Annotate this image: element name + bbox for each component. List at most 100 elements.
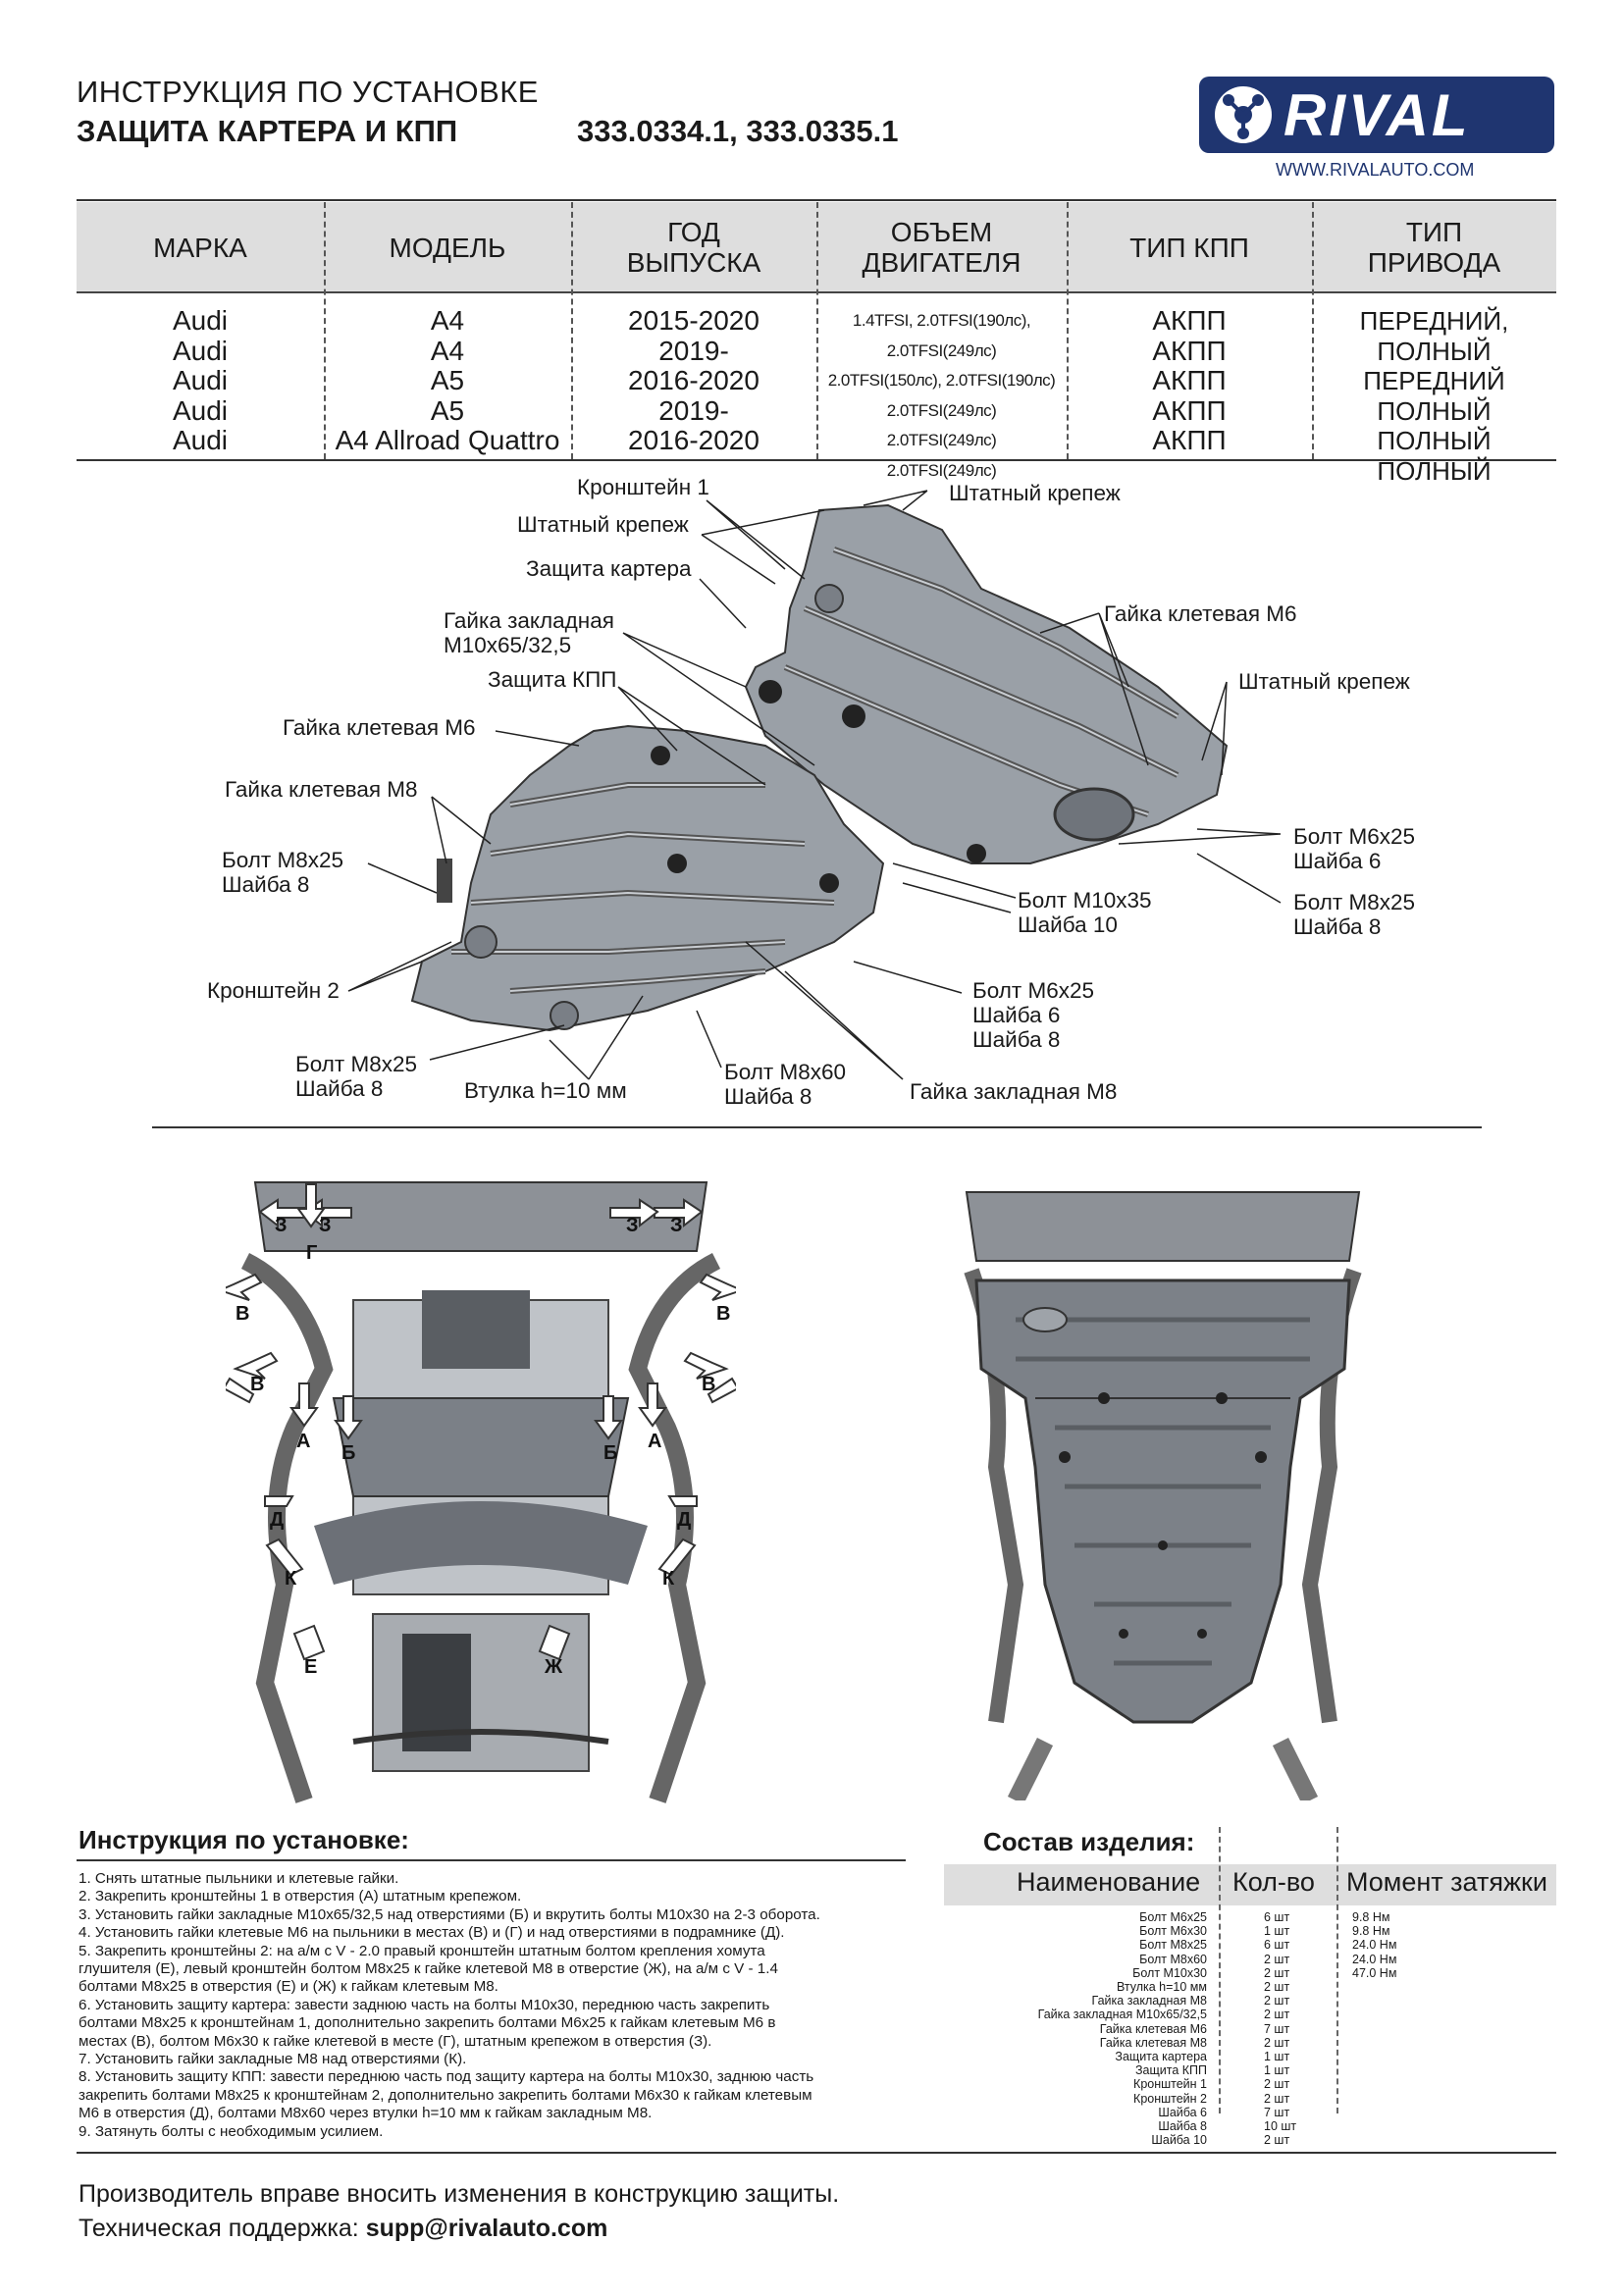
callout-bracket2: Кронштейн 2 bbox=[207, 978, 340, 1003]
header-make: МАРКА bbox=[153, 232, 247, 263]
crankcase-guard-drawing bbox=[744, 503, 1229, 864]
instruction-line: болтами M8x25 в отверстия (Е) и (Ж) к га… bbox=[79, 1978, 498, 1996]
underbody-photo-before: З З Г З З В В В В А А Б Б Д Д К К Е Ж bbox=[226, 1173, 736, 1810]
marker-d1: Д bbox=[270, 1509, 284, 1531]
instructions-list: 1. Снять штатные пыльники и клетевые гай… bbox=[79, 1870, 908, 2141]
col-divider bbox=[571, 202, 573, 459]
instruction-line: местах (В), болтом M6x30 к гайке клетево… bbox=[79, 2032, 712, 2050]
disclaimer: Производитель вправе вносить изменения в… bbox=[79, 2180, 840, 2208]
support-label: Техническая поддержка: bbox=[79, 2215, 366, 2242]
callout-std-fastener-right: Штатный крепеж bbox=[1238, 669, 1410, 694]
instruction-line: 8. Установить защиту КПП: завести передн… bbox=[79, 2068, 814, 2086]
callout-crankcase-guard: Защита картера bbox=[526, 556, 692, 581]
instructions-rule bbox=[77, 1859, 906, 1861]
marker-z3: З bbox=[626, 1215, 639, 1236]
col-divider bbox=[1336, 1827, 1338, 2113]
instruction-line: болтами M8x25 к кронштейнам 1, дополните… bbox=[79, 2014, 776, 2032]
footer-rule bbox=[77, 2152, 1556, 2154]
product-codes: 333.0334.1, 333.0335.1 bbox=[577, 114, 899, 148]
marker-z1: З bbox=[275, 1215, 288, 1236]
instruction-line: 9. Затянуть болты с необходимым усилием. bbox=[79, 2122, 384, 2140]
instruction-line: 5. Закрепить кронштейны 2: на а/м с V - … bbox=[79, 1942, 765, 1959]
marker-z2: З bbox=[319, 1215, 332, 1236]
brand-name: RIVAL bbox=[1283, 81, 1471, 148]
callout-bracket1: Кронштейн 1 bbox=[577, 475, 709, 499]
marker-b1: Б bbox=[341, 1442, 355, 1464]
comp-header-torque: Момент затяжки bbox=[1346, 1867, 1547, 1897]
marker-k2: К bbox=[662, 1568, 675, 1590]
marker-v3: В bbox=[250, 1374, 264, 1395]
marker-zh: Ж bbox=[544, 1656, 563, 1678]
doc-title-line1: ИНСТРУКЦИЯ ПО УСТАНОВКЕ bbox=[77, 75, 539, 109]
leader-lines bbox=[347, 490, 1282, 1080]
col-divider bbox=[1312, 202, 1314, 459]
underbody-photo-after bbox=[957, 1173, 1369, 1800]
composition-title: Состав изделия: bbox=[983, 1827, 1195, 1856]
callout-gearbox-guard: Защита КПП bbox=[488, 667, 617, 692]
col-divider bbox=[324, 202, 326, 459]
marker-v4: В bbox=[702, 1374, 715, 1395]
table-bottom-rule bbox=[77, 459, 1556, 461]
col-engine-values: 1.4TFSI, 2.0TFSI(190лс), 2.0TFSI(249лс)2… bbox=[827, 311, 1056, 480]
callout-cage-nut-m6-left: Гайка клетевая М6 bbox=[283, 715, 476, 740]
gearbox-guard-drawing bbox=[410, 724, 885, 1032]
instruction-line: 6. Установить защиту картера: завести за… bbox=[79, 1996, 770, 2013]
col-divider bbox=[1067, 202, 1069, 459]
instruction-line: 1. Снять штатные пыльники и клетевые гай… bbox=[79, 1870, 399, 1887]
marker-a2: А bbox=[648, 1431, 661, 1452]
rival-logo: RIVAL bbox=[1199, 77, 1554, 153]
marker-g: Г bbox=[306, 1242, 317, 1264]
logo-mark-icon bbox=[1215, 86, 1272, 143]
instruction-line: М6 в отверстия (Д), болтами M8x60 через … bbox=[79, 2105, 653, 2122]
website-link[interactable]: WWW.RIVALAUTO.COM bbox=[1276, 160, 1475, 180]
callout-cage-nut-m8: Гайка клетевая М8 bbox=[225, 777, 418, 802]
instructions-title: Инструкция по установке: bbox=[79, 1825, 409, 1854]
callout-sleeve: Втулка h=10 мм bbox=[464, 1078, 627, 1103]
marker-b2: Б bbox=[603, 1442, 617, 1464]
composition-header bbox=[944, 1864, 1556, 1905]
marker-k1: К bbox=[285, 1568, 297, 1590]
instruction-line: 4. Установить гайки клетевые М6 на пыльн… bbox=[79, 1924, 785, 1942]
instruction-line: 3. Установить гайки закладные M10x65/32,… bbox=[79, 1905, 820, 1923]
marker-z4: З bbox=[670, 1215, 683, 1236]
instruction-line: 2. Закрепить кронштейны 1 в отверстия (А… bbox=[79, 1888, 522, 1905]
marker-a1: А bbox=[296, 1431, 310, 1452]
callout-cage-nut-m6-right: Гайка клетевая М6 bbox=[1104, 601, 1297, 626]
instruction-line: закрепить болтами M8x25 к кронштейнам 2,… bbox=[79, 2086, 812, 2104]
diagram-bottom-rule bbox=[152, 1126, 1482, 1128]
marker-e: Е bbox=[304, 1656, 317, 1678]
callout-std-fastener: Штатный крепеж bbox=[517, 512, 689, 537]
header-gearbox: ТИП КПП bbox=[1129, 232, 1249, 263]
marker-v1: В bbox=[236, 1303, 249, 1325]
support-line: Техническая поддержка: supp@rivalauto.co… bbox=[79, 2215, 607, 2243]
instruction-line: глушителя (Е), левый кронштейн болтом M8… bbox=[79, 1960, 778, 1978]
marker-arrows bbox=[226, 1183, 736, 1661]
instruction-line: 7. Установить гайки закладные М8 над отв… bbox=[79, 2051, 467, 2068]
guard-assembly-diagram bbox=[347, 490, 1282, 1080]
comp-header-name: Наименование bbox=[1017, 1867, 1201, 1897]
support-email-link[interactable]: supp@rivalauto.com bbox=[365, 2215, 608, 2242]
col-divider bbox=[816, 202, 818, 459]
doc-title-line2: ЗАЩИТА КАРТЕРА И КПП bbox=[77, 114, 458, 148]
col-divider bbox=[1219, 1827, 1221, 2113]
comp-header-qty: Кол-во bbox=[1232, 1867, 1315, 1897]
marker-v2: В bbox=[716, 1303, 730, 1325]
callout-std-fastener-top: Штатный крепеж bbox=[949, 481, 1121, 505]
